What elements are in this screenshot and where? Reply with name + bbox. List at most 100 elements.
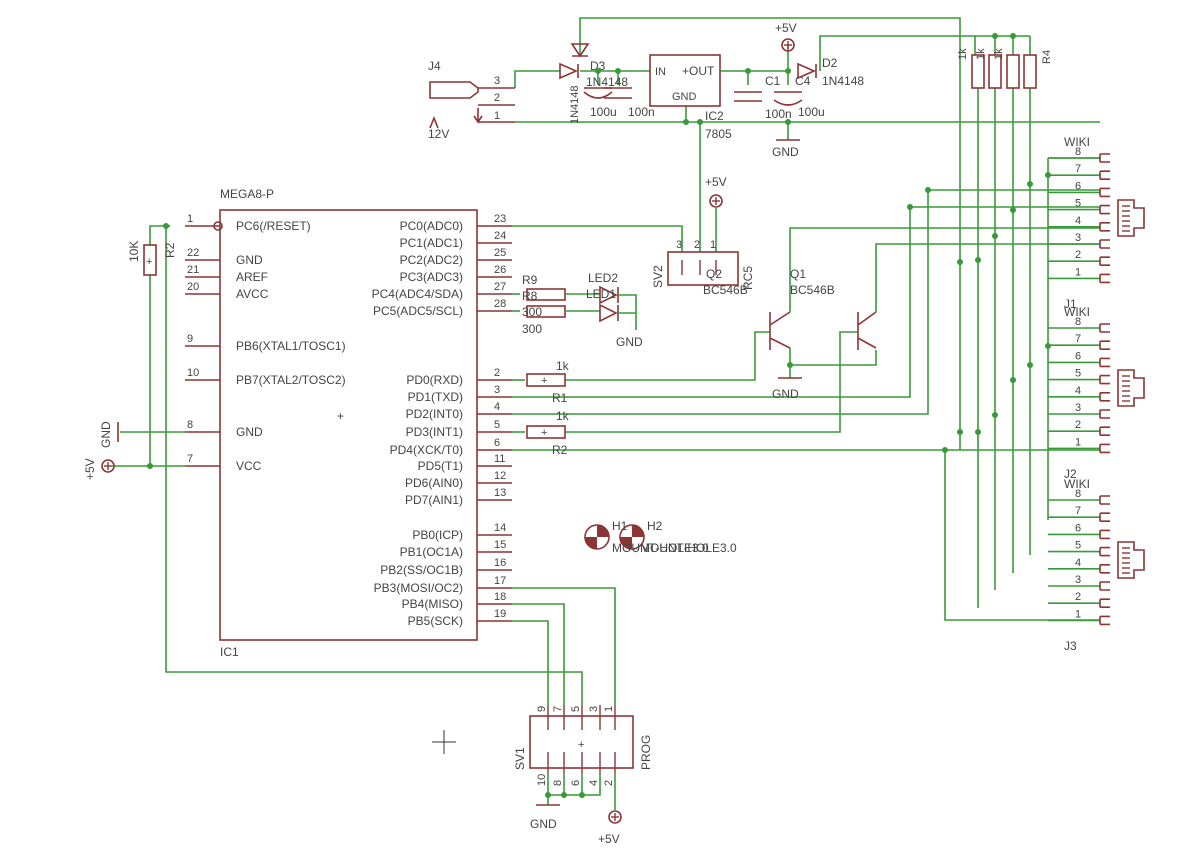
- jack-pin-contact: [1099, 239, 1110, 249]
- resistor-r2-pd3: + 1k R2: [526, 409, 570, 457]
- sv2-pin-2: 2: [694, 239, 700, 251]
- r8-value: 300: [522, 305, 542, 319]
- ic2-in-label: IN: [655, 66, 666, 78]
- sv1-pin-top-number: 7: [552, 706, 564, 712]
- jack-pin-contact: [1099, 187, 1110, 198]
- junction-dot: [907, 204, 913, 210]
- sv1-name: SV1: [513, 747, 527, 770]
- ic1-pin-label: AVCC: [236, 287, 269, 301]
- mount-holes: H1 H2 MOUNT-HOLE3.0 MOUNT-HOLE3.0: [584, 519, 737, 555]
- sv2-pin-1: 1: [710, 239, 716, 251]
- cap-label-2: 100n: [628, 105, 655, 119]
- junction-dot: [992, 412, 998, 418]
- jack-pin-number: 5: [1075, 198, 1081, 210]
- jack-pin-number: 4: [1075, 557, 1081, 569]
- ic1-pin-number: 8: [187, 419, 193, 431]
- nets: [112, 17, 1100, 810]
- jack-pin-number: 3: [1075, 232, 1081, 244]
- ic1-pin-number: 26: [494, 264, 506, 276]
- ic1-pin-label: PC3(ADC3): [400, 270, 463, 284]
- ic1-pin-label: PC0(ADC0): [400, 219, 463, 233]
- sv1-pin-top-number: 1: [603, 706, 615, 712]
- ic1-pin-number: 21: [187, 264, 199, 276]
- ic1-body: [219, 209, 478, 641]
- jack-pin-contact: [1099, 153, 1110, 163]
- jack-pin-number: 3: [1075, 574, 1081, 586]
- net-pd2: [512, 189, 1100, 415]
- jack-pin-number: 3: [1075, 402, 1081, 414]
- ic1-pin-label: PD5(T1): [418, 459, 463, 473]
- net-r2-q1: [565, 331, 858, 433]
- r2-name: R2: [163, 242, 177, 258]
- ic1-pin-label: PB4(MISO): [402, 597, 463, 611]
- jack-pin-number: 8: [1075, 146, 1081, 158]
- ic1-pin-number: 23: [494, 213, 506, 225]
- junction-dot: [975, 429, 981, 435]
- transistor-q2: Q2 BC546B: [703, 267, 791, 350]
- junction-dot: [942, 447, 948, 453]
- jack-pin-contact: [1099, 392, 1110, 402]
- ic1-pin-label: PC5(ADC5/SCL): [373, 304, 463, 318]
- junction-dot: [1027, 362, 1033, 368]
- ic1-pin-number: 7: [187, 453, 193, 465]
- jack-pin-contact: [1099, 443, 1110, 454]
- led-gnd-label: GND: [616, 335, 643, 349]
- d2-name: D2: [822, 56, 838, 70]
- d3-name: D3: [590, 59, 606, 73]
- ic1-pin-label: GND: [236, 253, 263, 267]
- ic1-pin-number: 13: [494, 487, 506, 499]
- ic2-out-label: +OUT: [682, 64, 715, 78]
- j4-voltage: 12V: [428, 127, 449, 141]
- ic1-pin-number: 25: [494, 247, 506, 259]
- ic1-pin-number: 11: [494, 453, 505, 465]
- vcc-top-label: +5V: [775, 21, 797, 35]
- junction-dot: [975, 257, 981, 263]
- jack-pin-number: 5: [1075, 368, 1081, 380]
- junction-dot: [545, 792, 551, 798]
- r1-name: R1: [552, 391, 568, 405]
- net-q2-collector: [789, 227, 1100, 312]
- sv2-alt: RC5: [741, 266, 755, 290]
- junction-dot: [992, 233, 998, 239]
- ic1-pin-label: PD7(AIN1): [405, 493, 463, 507]
- junction-dot: [787, 362, 793, 368]
- jack-pin-contact: [1099, 409, 1110, 419]
- q2-name: Q2: [706, 267, 722, 281]
- leds: LED2 LED1 GND: [586, 271, 643, 349]
- ic1-pin-number: 22: [187, 247, 199, 259]
- jack-name: J3: [1064, 639, 1077, 653]
- ic1-origin-mark: +: [337, 409, 344, 423]
- ic2-value: 7805: [705, 127, 732, 141]
- jack-name: J2: [1064, 467, 1077, 481]
- jack-pin-number: 7: [1075, 163, 1081, 175]
- ic1-pin-number: 14: [494, 522, 506, 534]
- sv1-pin-top-number: 9: [536, 706, 548, 712]
- sv1-pin-top-number: 5: [570, 706, 582, 712]
- gnd-symbol-transistors: GND: [772, 377, 802, 401]
- sv1-value: PROG: [639, 735, 653, 770]
- net-pc0-sv2: [512, 225, 683, 252]
- ic1-pin-label: PB2(SS/OC1B): [380, 563, 463, 577]
- rj45-jack-icon: [1117, 541, 1145, 579]
- jack-pin-contact: [1099, 529, 1110, 540]
- sv2-pin-3: 3: [676, 239, 682, 251]
- jack-pin-contact: [1099, 546, 1110, 557]
- ic1-pin-number: 6: [494, 437, 500, 449]
- ic2-gnd-label: GND: [672, 91, 697, 103]
- jack-pin-contact: [1099, 273, 1110, 284]
- junction-dot: [925, 187, 931, 193]
- junction-dot: [1010, 207, 1016, 213]
- r1-value: 1k: [556, 359, 570, 373]
- jack-pin-number: 6: [1075, 350, 1081, 362]
- jack-pin-contact: [1099, 512, 1110, 522]
- net-miso: [512, 603, 565, 705]
- ic1-pin-number: 24: [494, 230, 506, 242]
- ic1-pin-label: PD0(RXD): [406, 373, 463, 387]
- ic1-right-pins: 23PC0(ADC0)24PC1(ADC1)25PC2(ADC2)26PC3(A…: [372, 213, 512, 628]
- ic1-pin-label: PB5(SCK): [408, 614, 463, 628]
- net-r1-q2: [565, 331, 770, 381]
- sv1-pin-bottom-number: 4: [588, 780, 600, 786]
- hole-value-1: MOUNT-HOLE3.0: [612, 541, 709, 555]
